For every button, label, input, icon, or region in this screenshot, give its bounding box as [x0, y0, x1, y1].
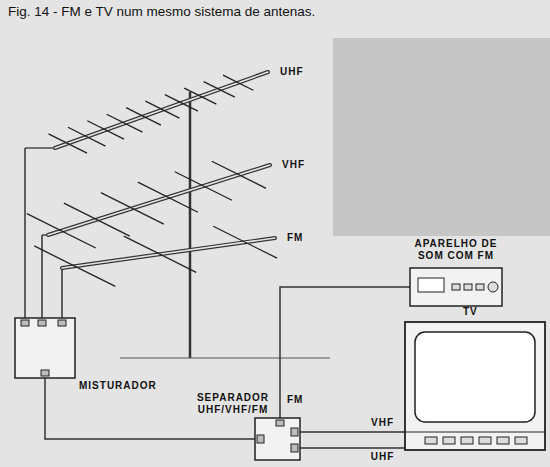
button — [425, 437, 437, 444]
boom — [62, 238, 275, 268]
element-rod — [145, 101, 179, 118]
component-label: TV — [463, 306, 478, 318]
element-rod — [213, 226, 277, 258]
housing — [15, 318, 75, 378]
element-rod — [107, 114, 143, 132]
button — [515, 437, 527, 444]
element-rod — [175, 172, 232, 201]
uhf-antenna: UHF — [25, 55, 325, 155]
connector-socket — [21, 320, 29, 326]
splitter-box: SEPARADOR UHF/VHF/FM — [255, 418, 300, 460]
stereo-receiver: APARELHO DE SOM COM FM — [410, 268, 502, 306]
tv-set: TV — [405, 322, 545, 450]
component-label: UHF — [280, 66, 304, 78]
element-rod — [124, 236, 196, 272]
cable-label: UHF — [369, 451, 397, 463]
connector-socket — [58, 320, 66, 326]
feed-lead — [25, 147, 55, 148]
mast — [189, 92, 192, 358]
element-rod — [212, 161, 266, 188]
cable — [24, 148, 26, 318]
element-rod — [204, 82, 235, 98]
boom-highlight — [62, 238, 275, 268]
element-rod — [184, 88, 216, 104]
boom — [55, 72, 268, 148]
cable — [300, 447, 405, 449]
screen — [415, 332, 535, 422]
grey-block — [333, 38, 550, 236]
component-label: VHF — [282, 159, 305, 171]
component-label: APARELHO DE SOM COM FM — [404, 238, 508, 262]
vhf-antenna: VHF — [42, 150, 332, 245]
cable — [61, 268, 63, 318]
component-label: MISTURADOR — [79, 380, 157, 392]
element-rod — [64, 203, 130, 236]
connector-socket — [41, 370, 49, 376]
element-rod — [87, 121, 124, 139]
element-rod — [126, 108, 161, 125]
button — [452, 284, 460, 290]
dial-window — [418, 278, 444, 292]
figure-title: Fig. 14 - FM e TV num mesmo sistema de a… — [8, 4, 315, 19]
button — [479, 437, 491, 444]
button — [497, 437, 509, 444]
connector-socket — [38, 320, 46, 326]
cable — [300, 431, 405, 433]
element-rod — [138, 182, 198, 212]
fm-antenna-drawing — [62, 225, 322, 285]
element-rod — [34, 246, 115, 286]
splitter-box-drawing — [255, 418, 300, 460]
mixer-box-drawing — [15, 318, 75, 378]
button — [461, 437, 473, 444]
knob — [488, 282, 498, 292]
mixer-box: MISTURADOR — [15, 318, 75, 378]
ground-line — [120, 358, 330, 359]
element-rod — [165, 95, 198, 112]
component-label: SEPARADOR UHF/VHF/FM — [191, 392, 275, 416]
boom-highlight — [55, 72, 268, 148]
element-rod — [49, 134, 87, 153]
boom — [48, 165, 270, 235]
cable-label: FM — [285, 394, 305, 406]
cable — [41, 235, 43, 318]
element-rod — [223, 75, 253, 90]
connector-socket — [291, 444, 298, 452]
button — [443, 437, 455, 444]
element-rod — [101, 193, 164, 225]
button — [476, 284, 484, 290]
tv-set-drawing — [405, 322, 545, 450]
button — [464, 284, 472, 290]
boom-highlight — [48, 165, 270, 235]
stereo-receiver-drawing — [410, 268, 502, 306]
component-label: FM — [287, 232, 303, 244]
control-strip — [405, 431, 545, 432]
housing — [255, 418, 300, 460]
cabinet — [405, 322, 545, 450]
connector-socket — [276, 420, 284, 426]
housing — [410, 268, 502, 306]
element-rod — [68, 127, 106, 146]
cable — [280, 287, 410, 418]
element-rod — [27, 214, 96, 248]
connector-socket — [291, 428, 298, 436]
connector-socket — [257, 435, 264, 443]
cable-label: VHF — [369, 417, 396, 429]
fm-antenna: FM — [62, 225, 322, 285]
